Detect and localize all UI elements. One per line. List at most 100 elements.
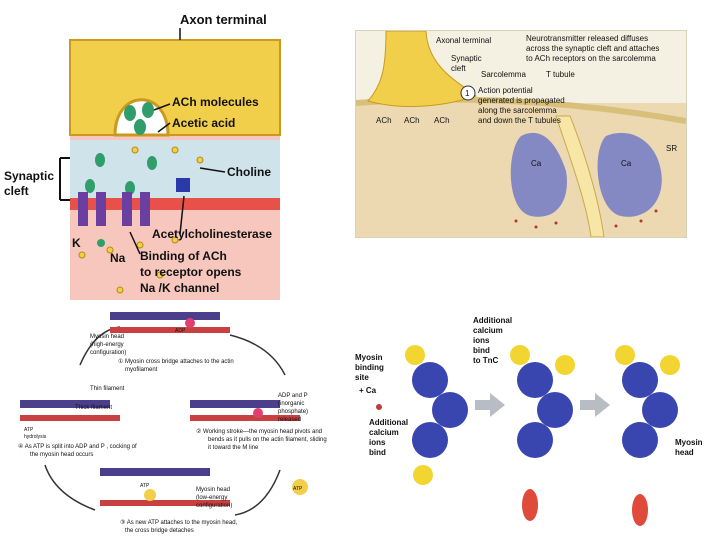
atp-label-bottom: ATP (140, 483, 150, 489)
atp-hydrolysis-2: hydrolysis (24, 434, 47, 440)
binding-label-3: Na /K channel (140, 281, 219, 295)
atp-label-incoming: ATP (293, 486, 303, 492)
ca-label-1: Ca (531, 159, 542, 168)
thick-filament-label: Thick filament (75, 405, 112, 411)
add-ca-label-4: bind (369, 448, 386, 457)
step4-line-1: ④ As ATP is split into ADP and P , cocki… (18, 443, 137, 450)
k-ion-label: K (72, 236, 81, 250)
choline-label: Choline (227, 165, 271, 179)
t-tubule-shape (555, 115, 605, 237)
myosin-head-label-2: (high-energy (90, 342, 124, 348)
nt-line-3: to ACh receptors on the sarcolemma (526, 54, 656, 63)
adp-blob-right (253, 408, 263, 418)
ach-receptors (78, 192, 150, 226)
ca-label-2: Ca (621, 159, 632, 168)
ap-line-4: and down the T tubules (478, 116, 561, 125)
binding-site-label-1: Myosin (355, 353, 383, 362)
step1-line-1: ① Myosin cross bridge attaches to the ac… (118, 358, 234, 365)
add-ca-label-2: calcium (369, 428, 399, 437)
myosin-head-label-1: Myosin head (90, 334, 124, 340)
adp-pi-label-2: (inorganic (278, 401, 304, 407)
add-tnc-label-5: to TnC (473, 356, 499, 365)
step2-line-2: bends as it pulls on the actin filament,… (208, 437, 327, 443)
ach-molecules (85, 102, 157, 195)
ap-line-2: generated is propagated (478, 96, 565, 105)
ach-label-2: ACh (404, 116, 420, 125)
ap-line-1: Action potential (478, 86, 533, 95)
crossbridge-diagram: Myosin head (high-energy configuration) … (18, 312, 327, 534)
atp-hydrolysis-1: ATP (24, 427, 34, 433)
atp-incoming (292, 479, 308, 495)
low-energy-label-1: Myosin head (196, 487, 230, 493)
ach-molecules-label: ACh molecules (172, 95, 259, 109)
myosin-label-1: Myosin (675, 438, 703, 447)
binding-site-label-3: site (355, 373, 369, 382)
myosin-label-2: head (675, 448, 694, 457)
adp-pi-label-4: released (278, 417, 301, 423)
ach-label-3: ACh (434, 116, 450, 125)
axon-terminal-label: Axon terminal (180, 12, 267, 27)
ap-line-3: along the sarcolemma (478, 106, 557, 115)
myofilament-right (190, 400, 300, 421)
ion-dots (78, 146, 204, 294)
add-ca-label-3: ions (369, 438, 386, 447)
step2-line-3: it toward the M line (208, 445, 259, 451)
sr-right (597, 132, 662, 217)
actin-column-2 (510, 345, 575, 458)
atp-blob-bottom (144, 489, 156, 501)
actin-column-1 (405, 345, 468, 485)
add-tnc-label-4: bind (473, 346, 490, 355)
axonal-terminal-shape (367, 31, 477, 107)
axonal-terminal-label: Axonal terminal (436, 36, 491, 45)
add-ca-label-1: Additional (369, 418, 408, 427)
nt-line-2: across the synaptic cleft and attaches (526, 44, 659, 53)
k-ion (97, 239, 105, 247)
adp-pi-label-3: phosphate) (278, 409, 308, 415)
low-energy-label-3: configuration) (196, 503, 232, 509)
add-tnc-label-2: calcium (473, 326, 503, 335)
process-arrows (475, 393, 610, 417)
acetylcholinesterase-label: Acetylcholinesterase (152, 227, 272, 241)
add-tnc-label-1: Additional (473, 316, 512, 325)
nmj-panel: Axon terminal ACh molecules Acetic acid … (0, 0, 300, 300)
binding-label-2: to receptor opens (140, 265, 242, 279)
myofilament-top (110, 312, 230, 333)
myosin-head-label-3: configuration) (90, 350, 126, 356)
add-tnc-label-3: ions (473, 336, 490, 345)
myofilament-bottom (100, 468, 230, 506)
step1-line-2: myofilament (125, 367, 158, 373)
myofilament-left (20, 400, 120, 421)
synaptic-label: Synaptic (4, 169, 54, 183)
crossbridge-panel: Myosin head (high-energy configuration) … (0, 305, 345, 540)
low-energy-label-2: (low-energy (196, 495, 227, 501)
step3-line-1: ③ As new ATP attaches to the myosin head… (120, 519, 238, 526)
cleft-label: cleft (4, 184, 29, 198)
sarcolemma-diagram: Axonal terminal Neurotransmitter release… (356, 31, 686, 237)
step3-line-2: the cross bridge detaches (125, 528, 194, 534)
binding-site-label-2: binding (355, 363, 384, 372)
ca-ion (376, 404, 382, 410)
acetylcholinesterase-enzyme (176, 178, 190, 192)
adp-pi-label-1: ADP and P (278, 393, 308, 399)
ca-in-label: + Ca (359, 386, 377, 395)
nmj-diagram: Axon terminal ACh molecules Acetic acid … (4, 12, 281, 300)
red-dots (514, 209, 658, 229)
step-1-circle (460, 85, 476, 101)
sr-label: SR (666, 144, 677, 153)
actin-column-3 (615, 345, 680, 458)
t-tubule-label: T tubule (546, 70, 575, 79)
adp-label-top: ADP (175, 328, 186, 334)
binding-label-1: Binding of ACh (140, 249, 227, 263)
synaptic-label: Synaptic (451, 54, 482, 63)
calcium-diagram: Myosin binding site + Ca Additional calc… (355, 316, 703, 526)
acetic-acid-label: Acetic acid (172, 116, 235, 130)
ach-label-1: ACh (376, 116, 392, 125)
thin-filament-label: Thin filament (90, 386, 125, 392)
step4-line-2: the myosin head occurs (30, 452, 93, 458)
cleft-label: cleft (451, 64, 466, 73)
adp-blob-top (185, 318, 195, 328)
nt-line-1: Neurotransmitter released diffuses (526, 34, 648, 43)
myosin-heads (522, 489, 648, 526)
step-1-number: 1 (465, 89, 470, 98)
sarcolemma-label: Sarcolemma (481, 70, 526, 79)
